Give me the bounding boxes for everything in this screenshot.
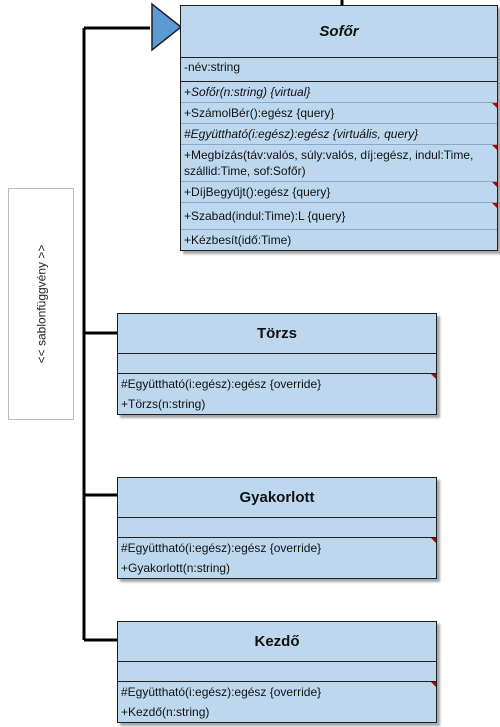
class-sofor-attributes: -név:string [181, 58, 497, 82]
class-kezdo[interactable]: Kezdő #Együttható(i:egész):egész {overri… [117, 621, 437, 723]
class-kezdo-operations: #Együttható(i:egész):egész {override} +K… [118, 682, 436, 722]
operation-gyakorlott-constructor: +Gyakorlott(n:string) [121, 561, 231, 575]
note-marker-icon [492, 203, 497, 208]
operation-dijbegyujt: +DíjBegyűjt():egész {query} [181, 182, 497, 203]
operation-kezdo-egyutthato: #Együttható(i:egész):egész {override} [118, 682, 436, 702]
class-gyakorlott-operations: #Együttható(i:egész):egész {override} +G… [118, 538, 436, 578]
operation-szamolber: +SzámolBér():egész {query} [181, 103, 497, 124]
class-torzs-name: Törzs [118, 314, 436, 354]
operation-gyakorlott-egyutthato: #Együttható(i:egész):egész {override} [118, 538, 436, 558]
class-sofor-operations: +Sofőr(n:string) {virtual} +SzámolBér():… [181, 82, 497, 250]
generalization-arrowhead [151, 2, 183, 52]
class-torzs-attributes [118, 354, 436, 374]
note-marker-icon [431, 374, 436, 379]
operation-szabad: +Szabad(indul:Time):L {query} [181, 203, 497, 230]
note-marker-icon [492, 103, 497, 108]
stereotype-label: << sablonfüggvény >> [34, 244, 49, 364]
operation-egyutthato: #Együttható(i:egész):egész {virtuális, q… [181, 124, 497, 145]
operation-torzs-constructor: +Törzs(n:string) [121, 397, 206, 411]
class-kezdo-attributes [118, 662, 436, 682]
attribute-nev: -név:string [184, 60, 241, 74]
class-gyakorlott-attributes [118, 518, 436, 538]
operation-kezbesit: +Kézbesít(idő:Time) [184, 233, 292, 247]
class-sofor-name: Sofőr [181, 6, 497, 58]
class-sofor[interactable]: Sofőr -név:string +Sofőr(n:string) {virt… [180, 5, 498, 251]
class-gyakorlott-name: Gyakorlott [118, 478, 436, 518]
class-torzs-operations: #Együttható(i:egész):egész {override} +T… [118, 374, 436, 414]
note-marker-icon [431, 538, 436, 543]
class-torzs[interactable]: Törzs #Együttható(i:egész):egész {overri… [117, 313, 437, 415]
note-marker-icon [492, 145, 497, 150]
note-marker-icon [431, 682, 436, 687]
operation-kezdo-constructor: +Kezdő(n:string) [121, 705, 210, 719]
stereotype-note: << sablonfüggvény >> [8, 188, 74, 420]
operation-megbizas: +Megbízás(táv:valós, súly:valós, díj:egé… [181, 145, 497, 182]
class-gyakorlott[interactable]: Gyakorlott #Együttható(i:egész):egész {o… [117, 477, 437, 579]
class-kezdo-name: Kezdő [118, 622, 436, 662]
operation-torzs-egyutthato: #Együttható(i:egész):egész {override} [118, 374, 436, 394]
note-marker-icon [492, 182, 497, 187]
operation-sofor-constructor: +Sofőr(n:string) {virtual} [181, 82, 497, 103]
